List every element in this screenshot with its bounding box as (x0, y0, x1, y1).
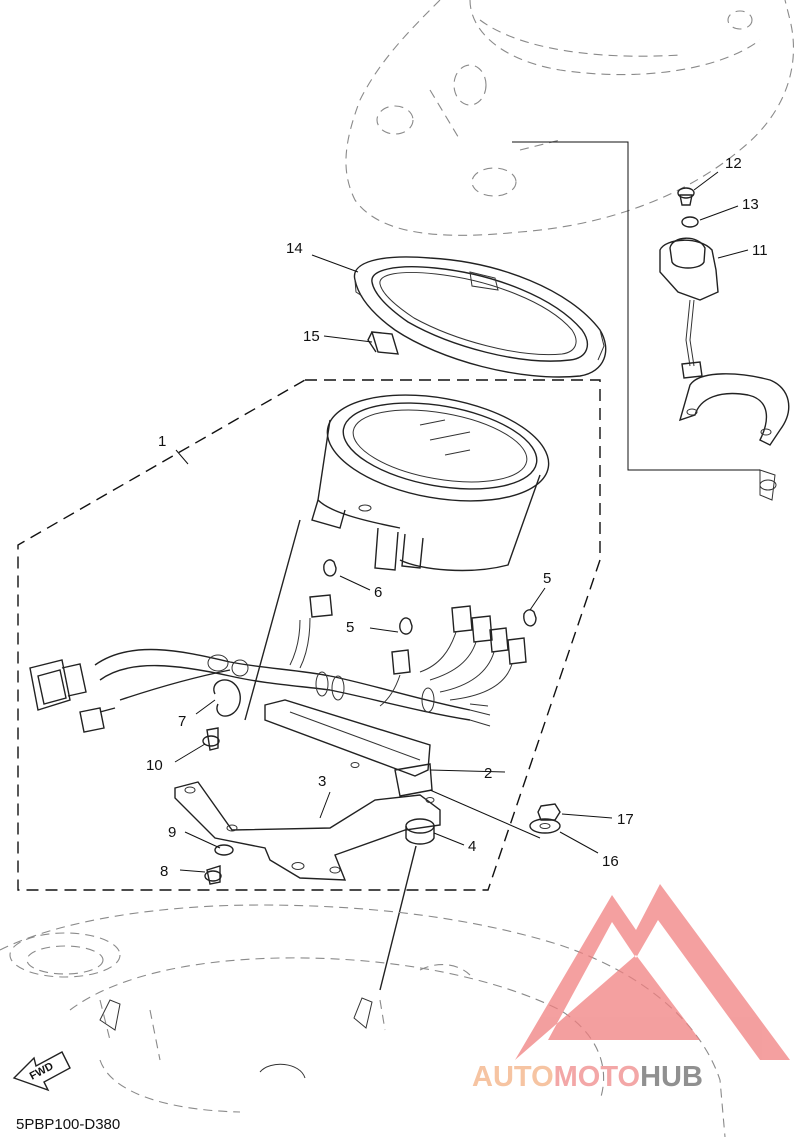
part-4-grommet (379, 818, 435, 991)
callout-13: 13 (742, 196, 759, 213)
wire-harness (94, 519, 513, 727)
parts-16-17 (529, 803, 561, 834)
callout-9: 9 (168, 824, 176, 841)
callout-10: 10 (146, 757, 163, 774)
meter-cover-ring (353, 256, 607, 378)
part-2-bracket (264, 699, 433, 797)
watermark-hub: HUB (640, 1061, 703, 1093)
routing-line (512, 141, 760, 471)
fwd-arrow-icon: FWD (12, 1051, 71, 1092)
watermark-triangle-icon (515, 884, 790, 1060)
watermark-auto: AUTO (472, 1061, 554, 1093)
callout-6: 6 (374, 584, 382, 601)
callout-leaders (174, 171, 749, 873)
callout-8: 8 (160, 863, 168, 880)
callout-3: 3 (318, 773, 326, 790)
meter-assembly (311, 394, 550, 572)
upper-housing-ghost (345, 0, 795, 236)
part-15-rubber (367, 331, 399, 355)
callout-2: 2 (484, 765, 492, 782)
callout-11: 11 (752, 242, 768, 259)
bulb-sockets (309, 559, 537, 675)
diagram-code: 5PBP100-D380 (16, 1116, 120, 1133)
callout-5b: 5 (543, 570, 551, 587)
callout-4: 4 (468, 838, 476, 855)
watermark-moto: MOTO (554, 1061, 640, 1093)
callout-1: 1 (158, 433, 166, 450)
callout-16: 16 (602, 853, 619, 870)
callout-7: 7 (178, 713, 186, 730)
fwd-label: FWD (28, 1060, 56, 1082)
harness-couplers (29, 659, 116, 733)
assembly-1-boundary (17, 379, 601, 891)
part-3-bracket (174, 781, 441, 881)
callout-5a: 5 (346, 619, 354, 636)
callout-14: 14 (286, 240, 303, 257)
watermark-logo: AUTOMOTOHUB (472, 884, 790, 1093)
callout-labels: 1 2 3 4 5 5 6 7 8 9 10 11 12 13 14 15 16… (146, 155, 768, 880)
svg-text:AUTOMOTOHUB: AUTOMOTOHUB (472, 1061, 703, 1093)
callout-15: 15 (303, 328, 320, 345)
callout-12: 12 (725, 155, 742, 172)
part-11-switch (659, 187, 790, 501)
callout-17: 17 (617, 811, 634, 828)
fasteners (202, 679, 241, 885)
